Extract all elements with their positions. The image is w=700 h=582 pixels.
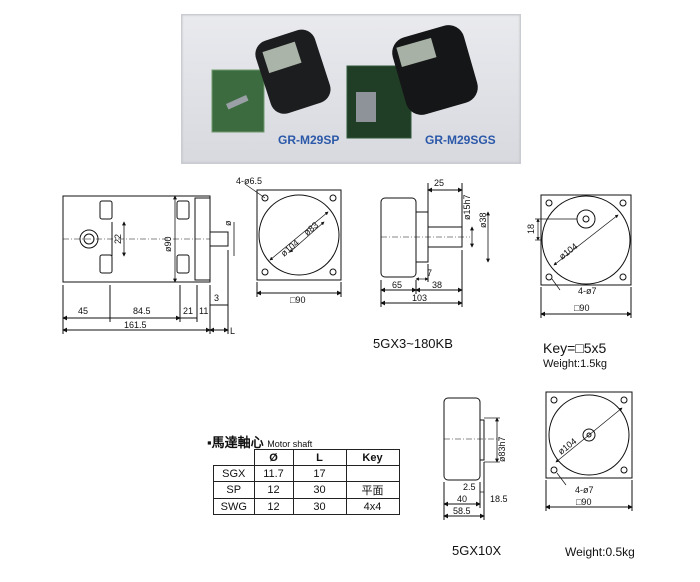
model-label-5gx10x: 5GX10X [452, 543, 502, 558]
dim-84-5: 84.5 [133, 306, 151, 316]
key-spec: Key=□5x5 [543, 340, 607, 356]
table-cell: 平面 [345, 481, 400, 499]
table-cell [345, 465, 400, 482]
dim-l: L [230, 326, 235, 336]
dim-104: ø104 [279, 238, 301, 259]
table-cell: 30 [292, 498, 347, 515]
dim-104c: ø104 [556, 436, 578, 457]
drawing3-gearbox-front [535, 194, 632, 318]
dim-21: 21 [183, 306, 193, 316]
dim-18: 18 [526, 224, 536, 234]
shaft-title-en: Motor shaft [267, 439, 313, 449]
dim-161-5: 161.5 [124, 320, 147, 330]
table-cell: 12 [253, 498, 294, 515]
shaft-table-title: ▪馬達軸心 Motor shaft [207, 432, 312, 451]
dim-45: 45 [78, 306, 88, 316]
dim-38: ø38 [478, 212, 488, 228]
dim-83h7: ø83h7 [497, 436, 507, 462]
shaft-title-cn: ▪馬達軸心 [207, 435, 264, 450]
photo-label-sp: GR-M29SP [278, 133, 340, 147]
table-cell: SWG [213, 498, 255, 515]
dim-104b: ø104 [557, 241, 579, 262]
table-cell: 4x4 [345, 498, 400, 515]
drawing5-front-view [545, 391, 633, 511]
weight-0-5kg: Weight:0.5kg [565, 545, 635, 559]
dim-hole-note-5: 4-ø7 [575, 485, 594, 495]
dim-11: 11 [199, 306, 208, 316]
table-corner [214, 450, 255, 466]
table-cell: SP [213, 481, 255, 499]
dim-15h7: ø15h7 [462, 194, 472, 220]
photo-label-sgs: GR-M29SGS [425, 133, 496, 147]
table-row: SWG 12 30 4x4 [213, 498, 400, 515]
dim-sq90-5: □90 [576, 497, 591, 507]
dim-103: 103 [412, 293, 427, 303]
table-header-l: L [292, 449, 347, 466]
dim-hole-note-3: 4-ø7 [578, 286, 597, 296]
dim-90: ø90 [163, 236, 173, 252]
table-cell: 30 [292, 481, 347, 499]
dim-22: 22 [113, 234, 123, 244]
drawing1-front-view [244, 183, 342, 297]
dim-83: ø83 [302, 220, 320, 238]
dim-2-5: 2.5 [463, 482, 476, 492]
weight-1-5kg: Weight:1.5kg [543, 358, 608, 370]
dim-7: 7 [427, 268, 432, 278]
dim-shaft-phi: ø [223, 220, 233, 226]
dim-sq90-3: □90 [574, 303, 589, 313]
table-cell: 12 [253, 481, 294, 499]
motor-photo-sgs [346, 25, 478, 139]
dim-18-5: 18.5 [490, 494, 508, 504]
dim-40: 40 [457, 494, 467, 504]
table-row: SGX 11.7 17 [213, 465, 400, 482]
table-header-row: Ø L Key [214, 449, 400, 466]
dim-3: 3 [214, 293, 219, 303]
motor-shaft-table: Ø L Key SGX 11.7 17 SP 12 30 平面 SWG 12 3… [213, 449, 400, 515]
table-cell: 11.7 [253, 465, 294, 482]
dim-65: 65 [392, 280, 402, 290]
dim-25: 25 [434, 178, 444, 188]
dim-sq90: □90 [290, 295, 305, 305]
drawing1-side-view [62, 195, 235, 334]
dim-58-5: 58.5 [453, 506, 471, 516]
dim-hole-note: 4-ø6.5 [236, 176, 262, 186]
model-label-5gx3: 5GX3~180KB [373, 336, 453, 351]
table-header-dia: Ø [253, 449, 294, 466]
table-header-key: Key [345, 449, 400, 466]
table-cell: SGX [213, 465, 255, 482]
drawing2-gearbox-side [380, 183, 490, 307]
motor-photo-sp [211, 29, 331, 133]
table-row: SP 12 30 平面 [213, 481, 400, 499]
drawing4-side-view [443, 397, 500, 520]
table-cell: 17 [292, 465, 347, 482]
dim-38b: 38 [432, 280, 442, 290]
